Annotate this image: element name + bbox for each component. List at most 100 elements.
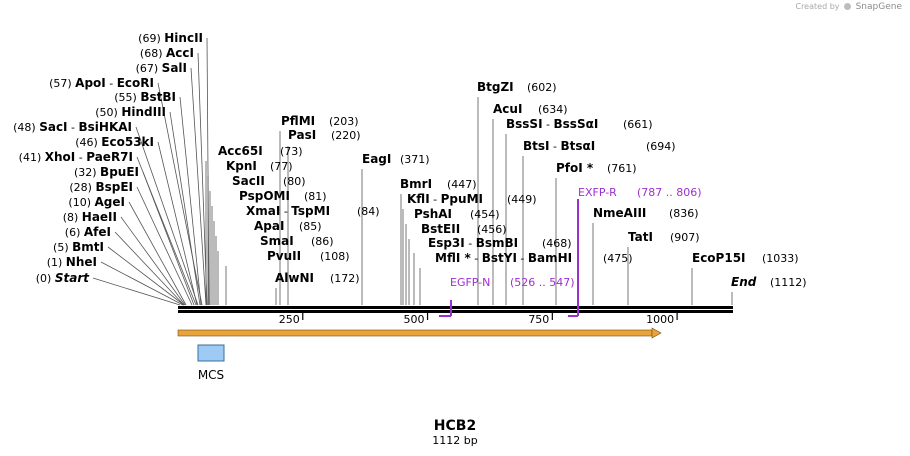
site-label-hincii[interactable]: (69) HincII	[138, 31, 203, 45]
site-label-start[interactable]: (0) Start	[36, 271, 90, 285]
ruler-tick: 750	[528, 313, 553, 326]
site-position: (456)	[477, 223, 507, 236]
site-label-kfli[interactable]: KflI - PpuMI(449)	[407, 192, 537, 206]
leader-line	[169, 111, 201, 306]
site-label-pasi[interactable]: PasI(220)	[288, 128, 361, 142]
site-label-pfoi[interactable]: PfoI *(761)	[556, 161, 637, 175]
leader-line	[100, 261, 184, 306]
site-position: (1)	[47, 256, 63, 269]
leader-line	[120, 216, 186, 306]
leader-line	[157, 141, 198, 306]
site-position: (449)	[507, 193, 537, 206]
site-position: (172)	[330, 272, 360, 285]
site-position: (454)	[470, 208, 500, 221]
ruler-tick: 250	[279, 313, 304, 326]
sequence-backbone	[178, 306, 733, 313]
snapgene-logo-icon	[844, 3, 852, 10]
site-label-btgzi[interactable]: BtgZI(602)	[477, 80, 557, 94]
site-label-haeii[interactable]: (8) HaeII	[63, 210, 117, 224]
leader-line	[136, 186, 193, 306]
site-label-bpuei[interactable]: (32) BpuEI	[74, 165, 139, 179]
site-label-xhoi[interactable]: (41) XhoI - PaeR7I	[19, 150, 133, 164]
site-position: (28)	[69, 181, 92, 194]
mcs-label: MCS	[198, 368, 224, 382]
site-position: (41)	[19, 151, 42, 164]
site-label-esp3i[interactable]: Esp3I - BsmBI(468)	[428, 236, 572, 250]
site-position: (371)	[400, 153, 430, 166]
orf-arrow[interactable]	[177, 327, 662, 339]
site-position: (661)	[623, 118, 653, 131]
site-position: (86)	[311, 235, 334, 248]
site-position: (85)	[299, 220, 322, 233]
leader-line	[206, 37, 210, 306]
site-position: (761)	[607, 162, 637, 175]
site-position: (57)	[49, 77, 72, 90]
site-label-sacii[interactable]: SacII(80)	[232, 174, 306, 188]
ruler-tick: 1000	[646, 313, 678, 326]
site-label-bmri[interactable]: BmrI(447)	[400, 177, 477, 191]
site-label-smai[interactable]: SmaI(86)	[260, 234, 334, 248]
site-label-pflmi[interactable]: PflMI(203)	[281, 114, 359, 128]
site-label-hindiii[interactable]: (50) HindIII	[95, 105, 166, 119]
primer-range: (526 .. 547)	[510, 276, 575, 289]
site-label-saci[interactable]: (48) SacI - BsiHKAI	[13, 120, 132, 134]
mcs-feature[interactable]: MCS	[197, 344, 225, 382]
site-label-nmeaiii[interactable]: NmeAIII(836)	[593, 206, 699, 220]
site-position: (67)	[136, 62, 159, 75]
site-label-bstbi[interactable]: (55) BstBI	[114, 90, 176, 104]
site-label-acc65i[interactable]: Acc65I(73)	[218, 144, 303, 158]
site-label-acui[interactable]: AcuI(634)	[493, 102, 568, 116]
site-position: (447)	[447, 178, 477, 191]
site-label-bsssi[interactable]: BssSI - BssSαI(661)	[506, 117, 653, 131]
site-label-apai[interactable]: ApaI(85)	[254, 219, 322, 233]
primer-exfp-r[interactable]: EXFP-R (787 .. 806)	[568, 186, 702, 317]
site-label-xmai[interactable]: XmaI - TspMI(84)	[246, 204, 380, 218]
site-label-sali[interactable]: (67) SalI	[136, 61, 187, 75]
backbone-top-strand	[178, 306, 733, 309]
site-position: (8)	[63, 211, 79, 224]
site-label-agei[interactable]: (10) AgeI	[68, 195, 125, 209]
snapgene-credit: Created by SnapGene	[795, 2, 902, 12]
leader-line	[197, 52, 208, 306]
ruler-tick-label: 250	[279, 313, 300, 326]
plasmid-name: HCB2	[434, 418, 476, 434]
site-label-ecop15i[interactable]: EcoP15I(1033)	[692, 251, 799, 265]
site-position: (907)	[670, 231, 700, 244]
site-label-btsi[interactable]: BtsI - BtsαI(694)	[523, 139, 676, 153]
site-position: (77)	[270, 160, 293, 173]
site-label-alwni[interactable]: AlwNI(172)	[275, 271, 360, 285]
primer-egfp-n[interactable]: EGFP-N (526 .. 547)	[439, 276, 575, 317]
site-label-eagi[interactable]: EagI(371)	[362, 152, 430, 166]
leader-line	[107, 246, 185, 306]
site-label-acci[interactable]: (68) AccI	[140, 46, 194, 60]
site-label-pshai[interactable]: PshAI(454)	[414, 207, 500, 221]
site-label-bspei[interactable]: (28) BspEI	[69, 180, 133, 194]
site-position: (6)	[65, 226, 81, 239]
site-label-pspomi[interactable]: PspOMI(81)	[239, 189, 327, 203]
site-position: (80)	[283, 175, 306, 188]
site-label-apoi[interactable]: (57) ApoI - EcoRI	[49, 76, 154, 90]
site-label-tati[interactable]: TatI(907)	[628, 230, 700, 244]
site-position: (220)	[331, 129, 361, 142]
site-label-end[interactable]: End(1112)	[731, 275, 807, 289]
site-label-bmti[interactable]: (5) BmtI	[53, 240, 104, 254]
site-label-afei[interactable]: (6) AfeI	[65, 225, 111, 239]
leader-line	[114, 231, 185, 306]
credit-text: Created by	[795, 2, 840, 11]
site-label-eco53ki[interactable]: (46) Eco53kI	[75, 135, 154, 149]
site-label-mfli[interactable]: MflI * - BstYI - BamHI(475)	[435, 251, 633, 265]
leader-line	[190, 67, 207, 306]
site-label-bsteii[interactable]: BstEII(456)	[421, 222, 507, 236]
leader-line	[92, 277, 181, 306]
site-label-pvuii[interactable]: PvuII(108)	[267, 249, 350, 263]
primer-name: EGFP-N	[450, 276, 490, 289]
backbone-bottom-strand	[178, 310, 733, 313]
site-label-nhei[interactable]: (1) NheI	[47, 255, 97, 269]
site-position: (475)	[603, 252, 633, 265]
leader-line	[128, 201, 187, 306]
site-position: (68)	[140, 47, 163, 60]
site-position: (10)	[68, 196, 91, 209]
site-position: (0)	[36, 272, 52, 285]
site-label-kpni[interactable]: KpnI(77)	[226, 159, 293, 173]
